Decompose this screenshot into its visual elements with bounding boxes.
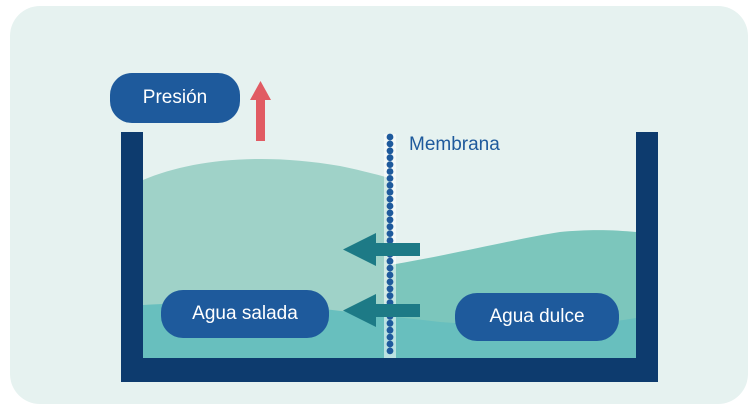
membrane-dot (386, 340, 394, 348)
membrane-dot (386, 223, 394, 231)
membrane-dot (386, 209, 394, 217)
salt-water-label: Agua salada (161, 290, 329, 338)
membrane-label: Membrana (409, 134, 500, 155)
membrane-dot (386, 264, 394, 272)
membrane-dot (386, 161, 394, 169)
membrane-dot (386, 154, 394, 162)
membrane-dot (386, 292, 394, 300)
left-arrow-icon (343, 294, 420, 327)
membrane-dot (386, 326, 394, 334)
membrane-dot (386, 147, 394, 155)
membrane-dot (386, 168, 394, 175)
left-arrow-icon (343, 233, 420, 266)
membrane-dot (386, 333, 394, 341)
membrane-dot (386, 257, 394, 265)
membrane-dot (386, 216, 394, 224)
membrane-dot (386, 278, 394, 286)
membrane-dot (386, 319, 394, 327)
membrane-dot (386, 175, 394, 182)
membrane-dot (386, 202, 394, 210)
membrane-dot (386, 271, 394, 279)
membrane-dot (386, 140, 394, 148)
membrane-dot (386, 237, 394, 244)
membrane-dot (386, 230, 394, 238)
membrane-dot (386, 181, 394, 189)
membrane-dot (386, 347, 394, 355)
membrane-dot (386, 285, 394, 293)
pressure-label: Presión (110, 73, 240, 123)
membrane-dot (386, 188, 394, 196)
membrane-dot (386, 195, 394, 203)
membrane-dot (386, 133, 394, 141)
up-arrow-icon (250, 81, 271, 141)
fresh-water-label: Agua dulce (455, 293, 619, 341)
